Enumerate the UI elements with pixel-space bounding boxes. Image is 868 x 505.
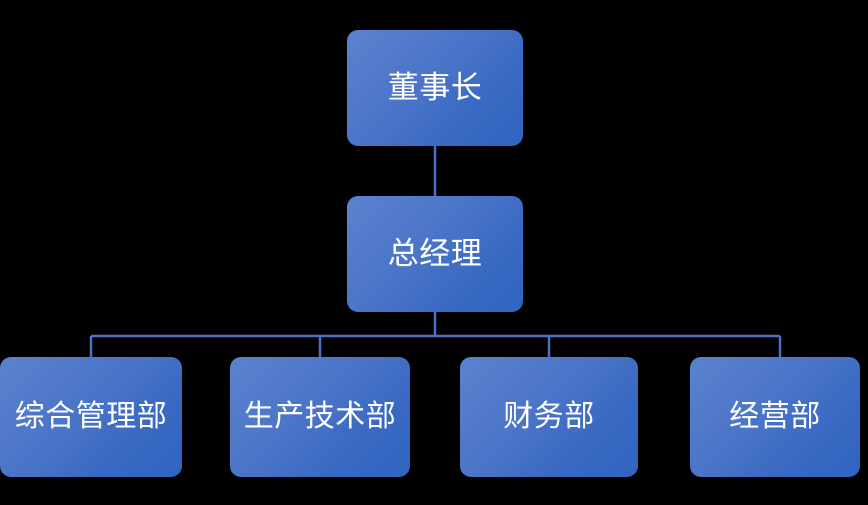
org-node-chairman[interactable]: 董事长 [347, 30, 523, 146]
org-node-department-2-label: 财务部 [503, 399, 595, 435]
org-node-department-2[interactable]: 财务部 [460, 357, 638, 477]
org-node-department-1-label: 生产技术部 [243, 399, 397, 435]
org-node-department-1[interactable]: 生产技术部 [230, 357, 410, 477]
org-node-general-manager[interactable]: 总经理 [347, 196, 523, 312]
org-node-department-3[interactable]: 经营部 [690, 357, 860, 477]
org-node-chairman-label: 董事长 [387, 69, 483, 106]
org-node-department-0[interactable]: 综合管理部 [0, 357, 182, 477]
org-node-general-manager-label: 总经理 [387, 235, 483, 272]
org-node-department-3-label: 经营部 [729, 399, 821, 435]
org-node-department-0-label: 综合管理部 [14, 399, 168, 435]
